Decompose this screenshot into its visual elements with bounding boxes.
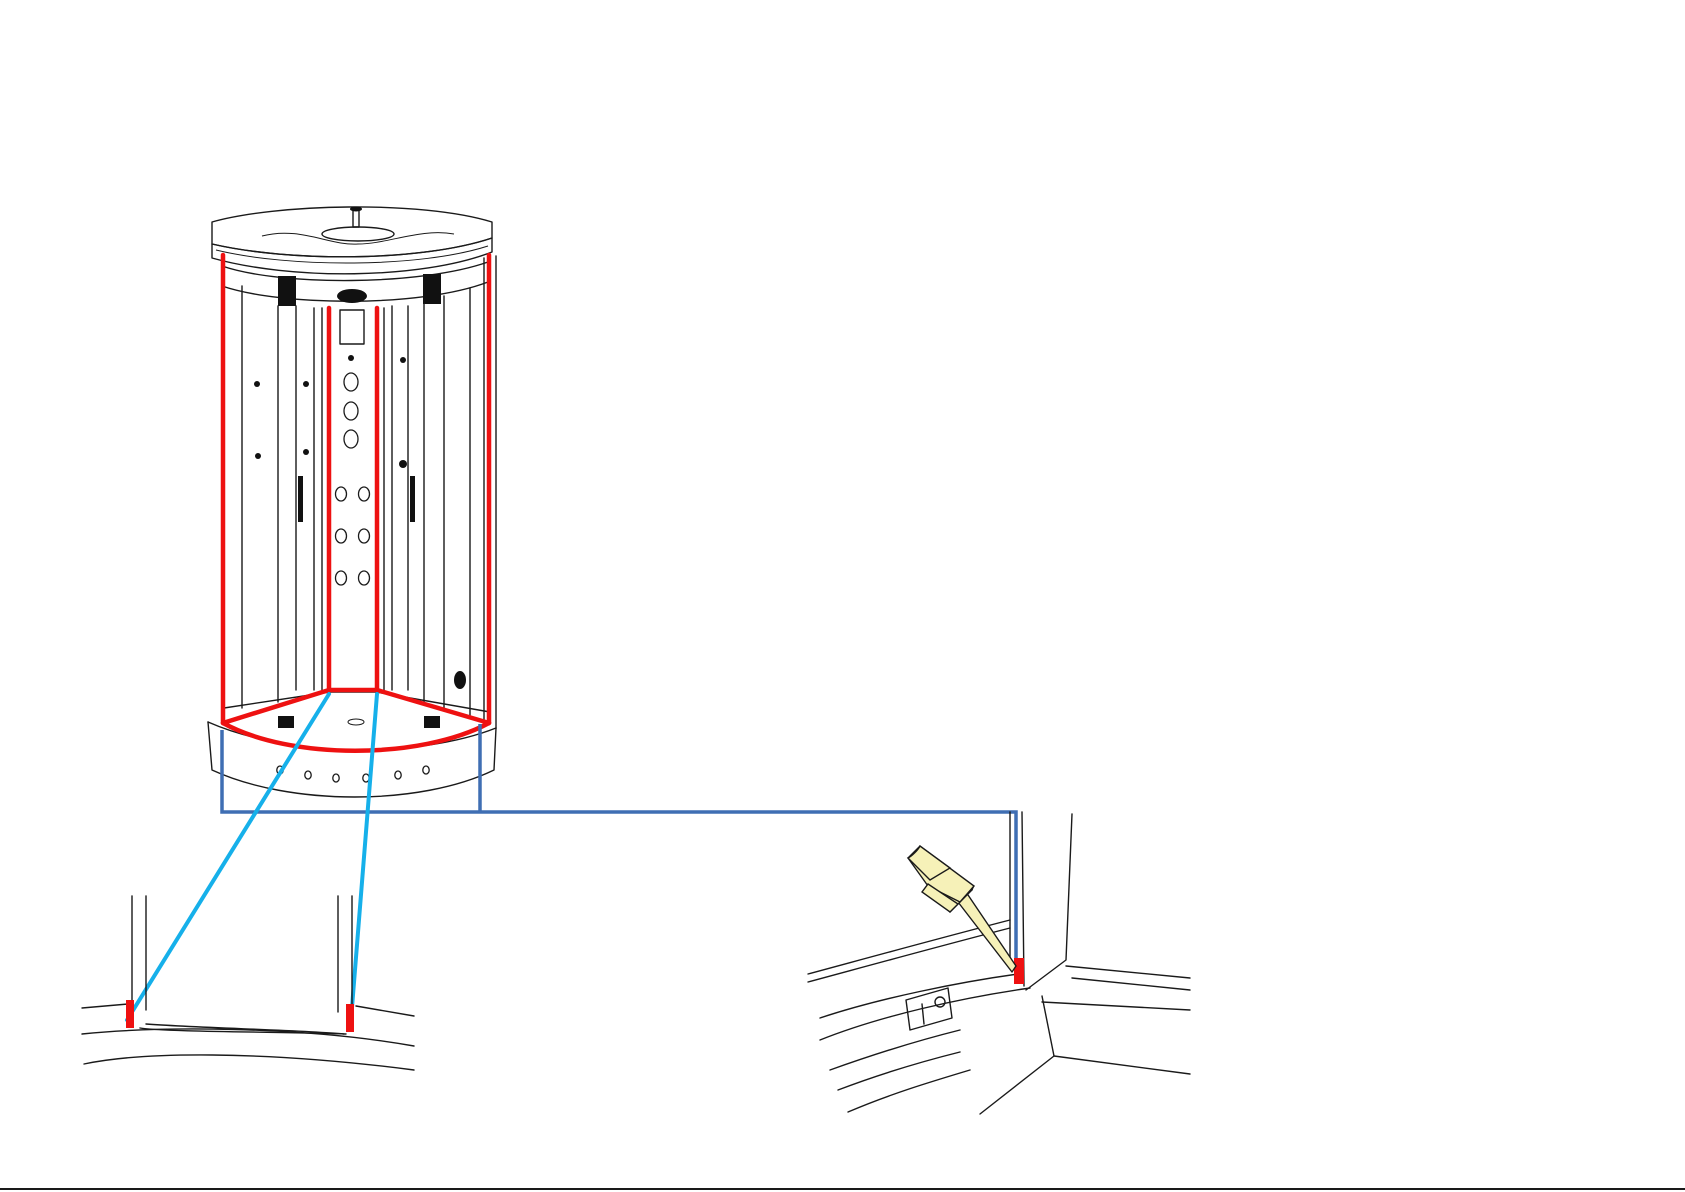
overflow-fitting [906, 988, 952, 1030]
seal-right-corner [346, 1004, 354, 1032]
inner-corner-connectors [127, 694, 377, 1020]
seam-tray-inner [223, 690, 489, 723]
shower-cabin [208, 207, 496, 798]
back-panel-nozzles [336, 373, 370, 585]
seam-tray-front [223, 723, 489, 751]
seal-outer-corner [1014, 958, 1024, 984]
cabin-roof [212, 207, 492, 274]
seal-left-corner [126, 1000, 134, 1028]
outer-corner-detail [808, 812, 1190, 1114]
cabin-top-rail [222, 262, 488, 361]
right-door-handle [410, 476, 415, 522]
connector-line-left [127, 694, 329, 1020]
cabin-tray [208, 692, 496, 797]
sealant-tube [908, 846, 1016, 972]
connector-line-right [351, 694, 377, 1020]
outer-corner-connector [222, 724, 1016, 958]
inner-corner-detail [82, 896, 414, 1070]
sealed-seams [223, 255, 489, 751]
left-door-handle [298, 476, 303, 522]
